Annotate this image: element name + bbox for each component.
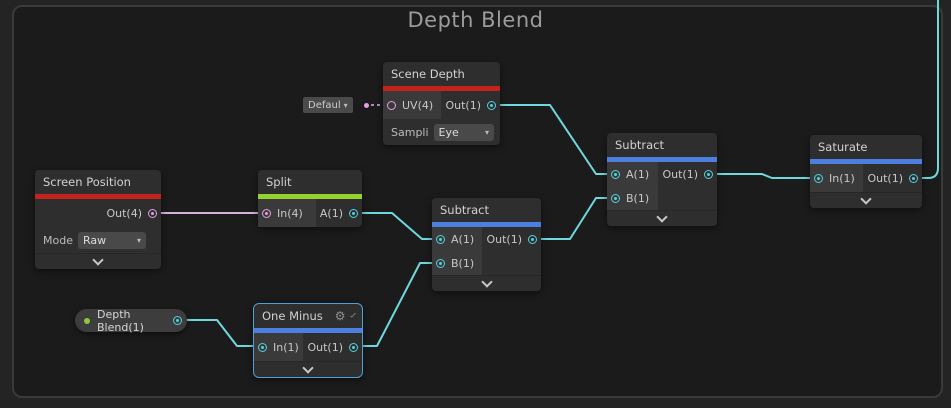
node-category-bar	[810, 159, 922, 164]
node-title: One Minus	[262, 309, 323, 323]
collapse-toggle[interactable]	[254, 361, 362, 377]
node-title: Screen Position	[43, 175, 131, 189]
output-port-a[interactable]	[349, 208, 358, 218]
property-label: Depth Blend(1)	[97, 307, 144, 334]
node-title: Scene Depth	[391, 67, 465, 81]
sampling-dropdown[interactable]: Eye ▾	[433, 123, 494, 141]
output-port[interactable]	[528, 234, 537, 244]
sampling-value: Eye	[438, 125, 459, 139]
dropdown-arrow-icon: ▾	[136, 235, 141, 245]
wire-scenedepth-to-subtract2-a[interactable]	[491, 104, 616, 175]
node-scene-depth[interactable]: Scene Depth UV(4) Out(1) Sampli Eye ▾	[383, 62, 500, 145]
chevron-down-icon[interactable]	[349, 311, 356, 318]
node-screen-position[interactable]: Screen Position Out(4) Mode Raw ▾	[35, 170, 161, 269]
output-port[interactable]	[148, 208, 157, 218]
port-label-out: Out(1)	[307, 340, 343, 354]
wire-property-to-oneminus[interactable]	[179, 319, 262, 347]
input-port-b[interactable]	[436, 258, 445, 268]
input-port-in[interactable]	[258, 342, 267, 352]
node-category-bar	[432, 222, 541, 227]
input-port-b[interactable]	[611, 193, 620, 203]
property-type-dot	[84, 317, 90, 324]
port-label-in: In(4)	[277, 206, 303, 220]
port-label-in: In(1)	[273, 340, 299, 354]
node-category-bar	[383, 86, 500, 91]
port-label-in: In(1)	[829, 171, 855, 185]
port-label-a: A(1)	[319, 206, 343, 220]
uv-default-dropdown[interactable]: Defaul ▾	[303, 97, 353, 113]
output-port[interactable]	[487, 100, 496, 110]
port-label-b: B(1)	[626, 191, 650, 205]
node-one-minus[interactable]: One Minus ⚙ In(1) Out(1)	[253, 303, 363, 378]
node-category-bar	[254, 328, 362, 333]
port-label-out: Out(1)	[445, 98, 481, 112]
node-subtract-center[interactable]: Subtract A(1) B(1) Out(1)	[432, 198, 541, 291]
chevron-down-icon	[92, 253, 104, 266]
node-category-bar	[258, 194, 362, 199]
gear-icon[interactable]: ⚙	[334, 309, 346, 323]
node-title: Subtract	[615, 138, 665, 152]
graph-title: Depth Blend	[407, 8, 544, 32]
chevron-down-icon	[480, 275, 493, 288]
wire-saturate-out[interactable]	[913, 0, 939, 179]
port-label-out: Out(1)	[867, 171, 903, 185]
wire-subtract-to-subtract2-b[interactable]	[532, 197, 616, 240]
output-port[interactable]	[349, 342, 358, 352]
chevron-down-icon	[860, 192, 872, 205]
input-port-in[interactable]	[262, 208, 271, 218]
input-port-uv[interactable]	[387, 100, 396, 110]
input-port-a[interactable]	[436, 234, 445, 244]
node-title: Saturate	[818, 140, 868, 154]
port-label-out: Out(1)	[486, 232, 522, 246]
collapse-toggle[interactable]	[607, 210, 717, 226]
port-label-b: B(1)	[451, 256, 475, 270]
collapse-toggle[interactable]	[810, 192, 922, 208]
node-title: Split	[266, 175, 292, 189]
node-category-bar	[35, 194, 161, 199]
collapse-toggle[interactable]	[35, 253, 161, 269]
chevron-down-icon	[656, 210, 668, 223]
property-depth-blend[interactable]: Depth Blend(1)	[75, 307, 187, 334]
uv-default-value: Defaul	[308, 99, 341, 111]
collapse-toggle[interactable]	[432, 275, 541, 291]
mode-label: Mode	[43, 233, 73, 247]
mode-dropdown[interactable]: Raw ▾	[77, 231, 146, 249]
wire-subtract2-to-saturate[interactable]	[708, 173, 819, 179]
output-port[interactable]	[704, 169, 713, 179]
node-subtract-right[interactable]: Subtract A(1) B(1) Out(1)	[607, 133, 717, 226]
dropdown-arrow-icon: ▾	[484, 127, 489, 137]
port-label-a: A(1)	[626, 167, 650, 181]
port-label-uv: UV(4)	[402, 98, 434, 112]
node-category-bar	[607, 157, 717, 162]
dropdown-arrow-icon: ▾	[343, 100, 348, 110]
input-port-in[interactable]	[814, 173, 823, 183]
default-value-dot	[364, 103, 369, 108]
port-label-out: Out(4)	[106, 206, 142, 220]
port-label-out: Out(1)	[662, 167, 698, 181]
mode-value: Raw	[82, 233, 107, 247]
wire-split-to-subtract-a[interactable]	[353, 212, 441, 240]
chevron-down-icon	[302, 361, 314, 374]
node-saturate[interactable]: Saturate In(1) Out(1)	[810, 135, 922, 208]
wire-oneminus-to-subtract-b[interactable]	[354, 262, 441, 347]
input-port-a[interactable]	[611, 169, 620, 179]
node-split[interactable]: Split In(4) A(1)	[258, 170, 362, 227]
sampling-label: Sampli	[391, 125, 429, 139]
port-label-a: A(1)	[451, 232, 475, 246]
output-port[interactable]	[909, 173, 918, 183]
node-title: Subtract	[440, 203, 490, 217]
output-port[interactable]	[173, 316, 182, 325]
